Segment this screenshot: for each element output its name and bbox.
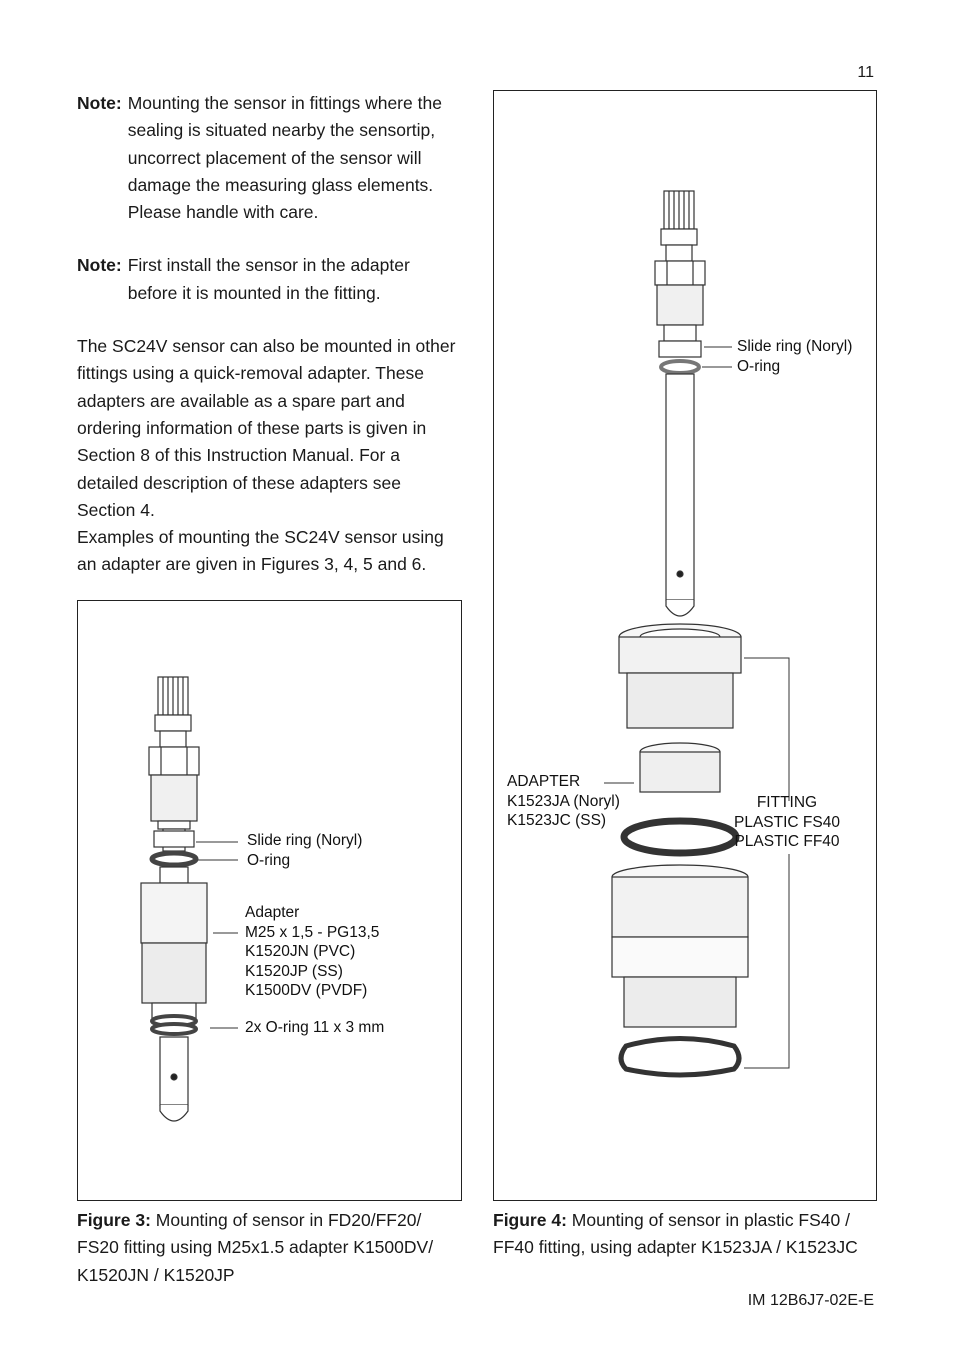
note-2: Note: First install the sensor in the ad…	[77, 252, 462, 307]
caption-label: Figure 3:	[77, 1210, 151, 1230]
fig4-adapter-line: K1523JA (Noryl)	[507, 792, 620, 810]
fig3-adapter-line: M25 x 1,5 - PG13,5	[245, 923, 380, 941]
fig3-adapter-line: K1500DV (PVDF)	[245, 982, 368, 999]
note-label: Note:	[77, 255, 122, 276]
note-1: Note: Mounting the sensor in fittings wh…	[77, 90, 462, 226]
figure-3-frame: Slide ring (Noryl) O-ring Adapter M25 x …	[77, 600, 462, 1201]
fig4-fitting-line: FITTING	[756, 794, 818, 811]
fig3-two-orings-label: 2x O-ring 11 x 3 mm	[245, 1019, 385, 1036]
figure-3-caption: Figure 3: Mounting of sensor in FD20/FF2…	[77, 1207, 457, 1289]
fig3-oring-label: O-ring	[247, 852, 291, 869]
document-id: IM 12B6J7-02E-E	[747, 1292, 874, 1309]
fig4-adapter-line: K1523JC (SS)	[507, 812, 607, 829]
caption-label: Figure 4:	[493, 1210, 567, 1230]
fig4-fitting-line: PLASTIC FS40	[734, 813, 840, 831]
fig4-oring-label: O-ring	[737, 358, 781, 375]
figure-4-caption: Figure 4: Mounting of sensor in plastic …	[493, 1207, 878, 1262]
fig3-slide-ring-label: Slide ring (Noryl)	[247, 832, 363, 849]
fig3-adapter-line: Adapter	[245, 904, 300, 921]
fig3-adapter-line: K1520JN (PVC)	[245, 943, 356, 960]
fig3-adapter-line: K1520JP (SS)	[245, 962, 343, 980]
note-text: First install the sensor in the adapter …	[127, 255, 410, 303]
note-label: Note:	[77, 93, 122, 113]
caption-text: Mounting of sensor in FD20/FF20/ FS20 fi…	[77, 1210, 434, 1285]
fig3-adapter-label: Adapter M25 x 1,5 - PG13,5 K1520JN (PVC)…	[245, 903, 379, 1001]
fig4-adapter-label: ADAPTER K1523JA (Noryl) K1523JC (SS)	[507, 772, 620, 831]
paragraph: The SC24V sensor can also be mounted in …	[77, 336, 456, 520]
fig4-fitting-line: PLASTIC FF40	[734, 833, 840, 850]
figure-4-frame: Slide ring (Noryl) O-ring ADAPTER K1523J…	[493, 90, 877, 1201]
paragraph: Examples of mounting the SC24V sensor us…	[77, 527, 444, 575]
figure-4-drawing	[604, 190, 790, 1078]
text-column: Note: Mounting the sensor in fittings wh…	[77, 90, 462, 579]
fig4-fitting-label: FITTING PLASTIC FS40 PLASTIC FF40	[734, 793, 840, 852]
page-number: 11	[857, 64, 874, 81]
fig4-adapter-line: ADAPTER	[507, 773, 581, 790]
caption-text: Mounting of sensor in plastic FS40 / FF4…	[493, 1210, 858, 1258]
body-text: The SC24V sensor can also be mounted in …	[77, 333, 462, 579]
figure-3-drawing	[140, 676, 238, 1122]
note-text: Mounting the sensor in fittings where th…	[127, 93, 442, 223]
fig4-slide-ring-label: Slide ring (Noryl)	[737, 338, 853, 355]
